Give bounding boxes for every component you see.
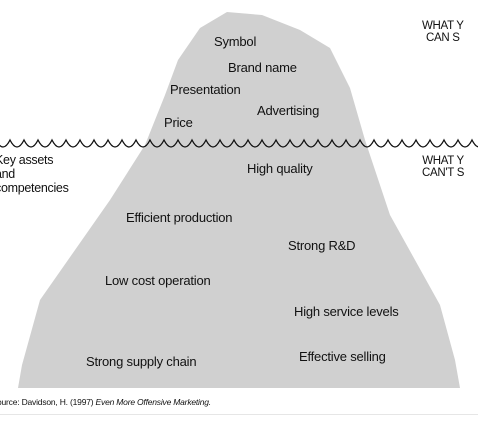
label-price: Price [164, 115, 193, 130]
label-high-quality: High quality [247, 161, 313, 176]
side-label-below-line2: CAN'T S [422, 167, 465, 179]
source-caption: ource: Davidson, H. (1997) Even More Off… [0, 397, 211, 407]
side-label-above-line1: WHAT Y [422, 20, 464, 32]
label-high-service-levels: High service levels [294, 304, 399, 319]
iceberg-shape [18, 12, 460, 388]
key-assets-line2: and [0, 167, 15, 181]
label-symbol: Symbol [214, 34, 257, 49]
label-strong-rd: Strong R&D [288, 238, 356, 253]
key-assets-line3: competencies [0, 181, 69, 195]
label-presentation: Presentation [170, 82, 241, 97]
label-advertising: Advertising [257, 103, 320, 118]
side-label-above-line2: CAN S [426, 32, 460, 44]
water-line [0, 138, 478, 148]
source-prefix: ource: Davidson, H. (1997) [0, 397, 96, 407]
label-low-cost-operation: Low cost operation [105, 273, 211, 288]
source-title: Even More Offensive Marketing. [95, 397, 212, 407]
side-label-below: WHAT Y CAN'T S [422, 155, 464, 179]
label-brand-name: Brand name [228, 60, 297, 75]
side-label-above: WHAT Y CAN S [422, 20, 464, 44]
side-label-below-line1: WHAT Y [422, 155, 464, 167]
bottom-divider [0, 414, 478, 415]
label-strong-supply-chain: Strong supply chain [86, 354, 197, 369]
label-effective-selling: Effective selling [299, 349, 386, 364]
label-efficient-production: Efficient production [126, 210, 233, 225]
key-assets-label: Key assets and competencies [0, 153, 69, 195]
key-assets-line1: Key assets [0, 153, 54, 167]
